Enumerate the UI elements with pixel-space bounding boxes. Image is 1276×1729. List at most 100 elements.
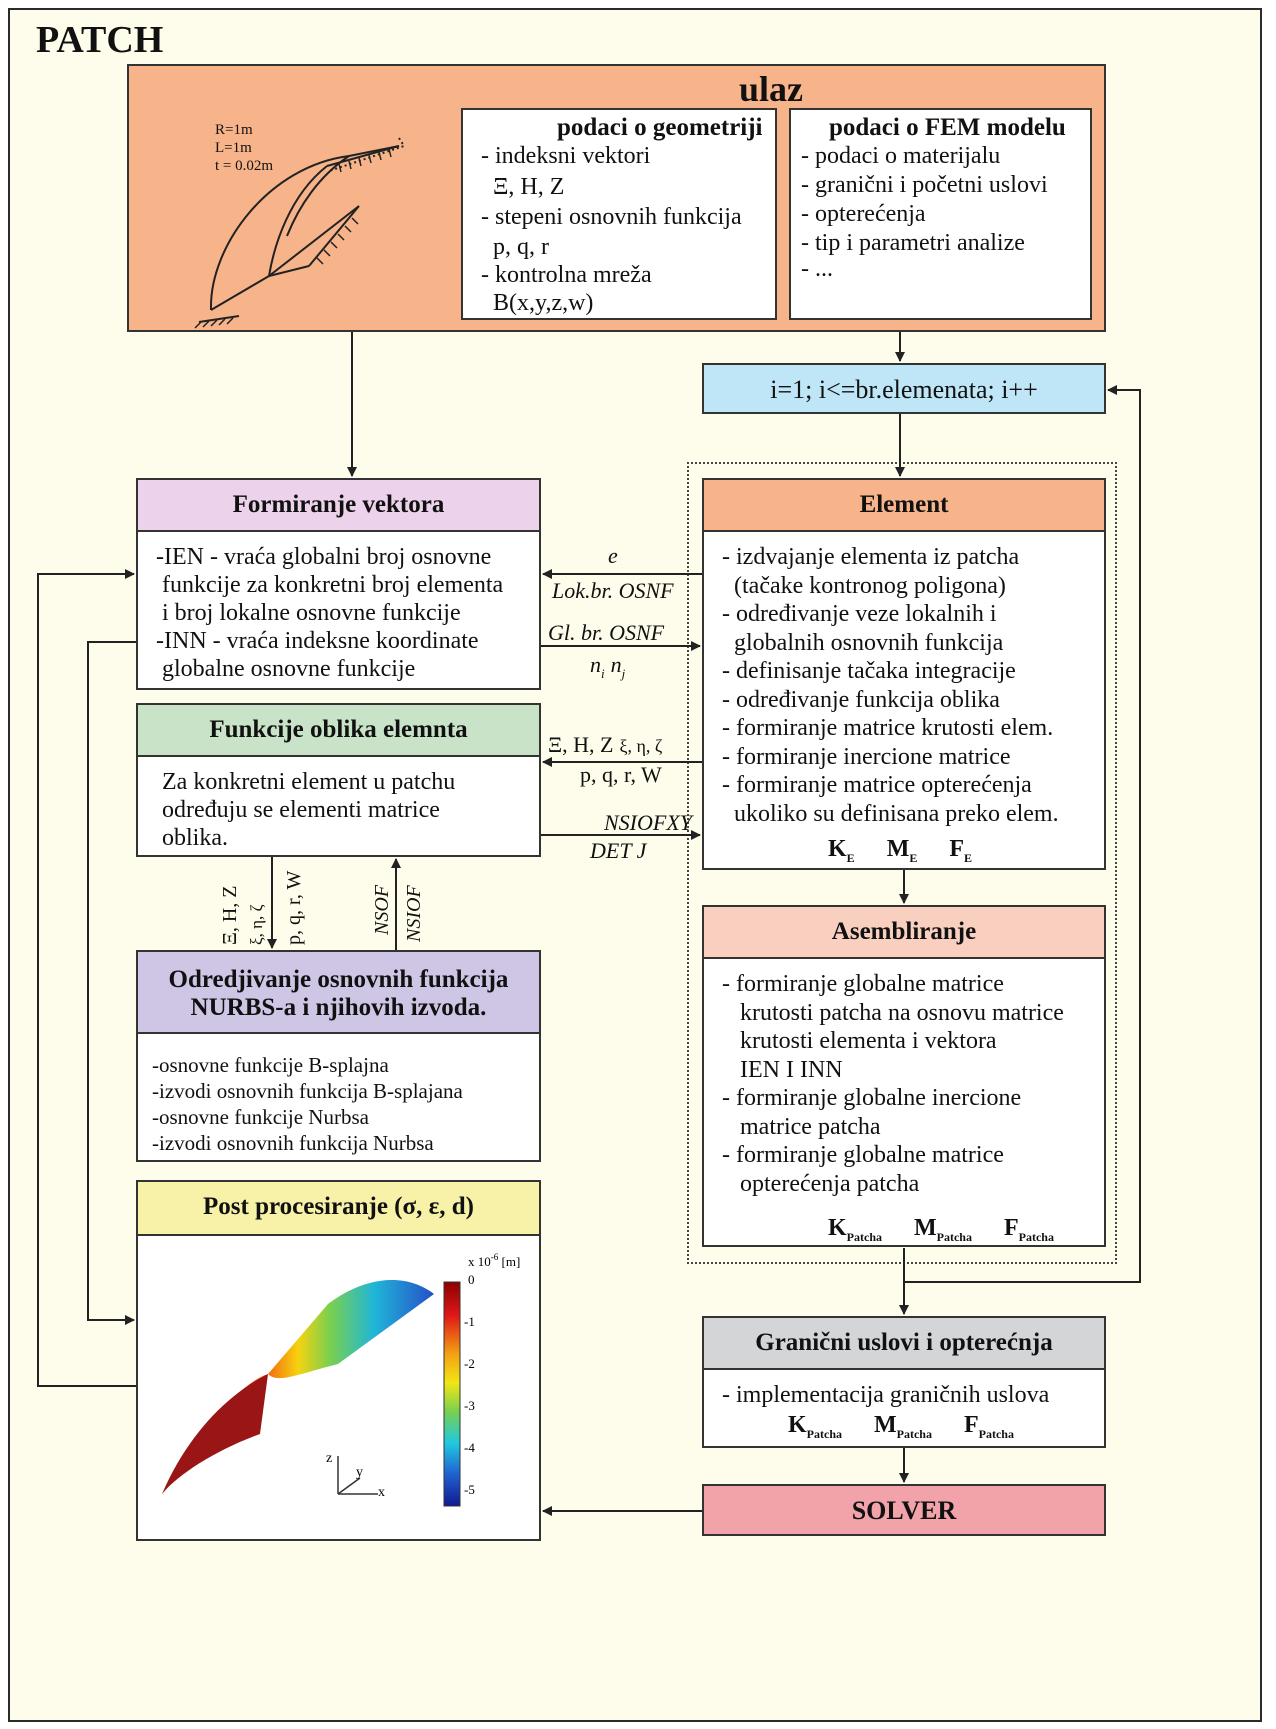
element-line: globalnih osnovnih funkcija <box>734 629 1004 656</box>
label-e: e <box>608 543 618 568</box>
fem-line: - granični i početni uslovi <box>801 172 1048 198</box>
fem-line: - opterećenja <box>801 201 926 227</box>
asembliranje-outputs: KPatcha MPatcha FPatcha <box>828 1215 1054 1245</box>
element-line: - formiranje matrice krutosti elem. <box>722 715 1054 741</box>
output-k: KE <box>828 836 855 865</box>
granicni-outputs: KPatcha MPatcha FPatcha <box>788 1412 1014 1442</box>
output-m: ME <box>886 836 918 865</box>
asembliranje-box: Asembliranje - formiranje globalne matri… <box>702 905 1106 1247</box>
fem-line: - podaci o materijalu <box>801 143 1001 169</box>
label-vertical-nsiof: NSIOF <box>403 885 425 943</box>
formiranje-line: globalne osnovne funkcije <box>162 656 416 682</box>
sketch-param-l: L=1m <box>215 140 252 156</box>
geometry-line: B(x,y,z,w) <box>493 290 594 316</box>
element-line: (tačake kontronog poligona) <box>734 572 1006 599</box>
asembliranje-line: - formiranje globalne inercione <box>722 1085 1022 1111</box>
formiranje-line: -IEN - vraća globalni broj osnovne <box>156 544 492 570</box>
label-lok-osnf: Lok.br. OSNF <box>551 578 674 603</box>
element-body: - izdvajanje elementa iz patcha (tačake … <box>722 542 1104 827</box>
geometry-title: podaci o geometriji <box>557 114 763 141</box>
geometry-line: Ξ, H, Z <box>493 174 565 200</box>
odredjivanje-line: -izvodi osnovnih funkcija Nurbsa <box>152 1131 434 1155</box>
geometry-box: podaci o geometriji - indeksni vektori Ξ… <box>461 108 777 320</box>
odredjivanje-line: -osnovne funkcije Nurbsa <box>152 1105 369 1129</box>
element-box: Element - izdvajanje elementa iz patcha … <box>702 478 1106 870</box>
granicni-body: - implementacija graničnih uslova <box>722 1380 1104 1411</box>
displacement-plot: x 10-6 [m] 0 -1 -2 -3 -4 -5 z y x <box>162 1252 520 1507</box>
funkcije-line: određuju se elementi matrice <box>162 797 440 823</box>
label-vertical-xi: Ξ, H, Z <box>219 885 241 945</box>
post-title: Post procesiranje (σ, ε, d) <box>203 1193 474 1220</box>
shell-surface <box>162 1280 434 1494</box>
page-title: PATCH <box>36 19 164 61</box>
colorbar-tick: -1 <box>464 1314 475 1329</box>
colorbar-unit: x 10-6 [m] <box>468 1252 520 1269</box>
geometry-line: - kontrolna mreža <box>481 262 652 288</box>
axis-label-y: y <box>356 1465 363 1480</box>
asembliranje-line: - formiranje globalne matrice <box>722 971 1004 997</box>
granicni-title: Granični uslovi i opterećnja <box>755 1329 1053 1356</box>
geometry-line: - indeksni vektori <box>481 143 651 169</box>
output-m-patcha: MPatcha <box>874 1412 932 1441</box>
asembliranje-line: IEN I INN <box>740 1056 843 1083</box>
colorbar-tick: 0 <box>468 1272 475 1287</box>
post-box: Post procesiranje (σ, ε, d) <box>136 1180 541 1541</box>
formiranje-line: -INN - vraća indeksne koordinate <box>156 628 479 654</box>
fem-title: podaci o FEM modelu <box>829 114 1066 141</box>
granicni-box: Granični uslovi i opterećnja - implement… <box>702 1316 1106 1448</box>
label-detj: DET J <box>589 838 648 863</box>
loop-label: i=1; i<=br.elemenata; i++ <box>770 375 1038 404</box>
arrow-loopback <box>903 385 1141 1283</box>
funkcije-header: Funkcije oblika elemnta <box>138 705 539 757</box>
solver-label: SOLVER <box>851 1496 957 1525</box>
odredjivanje-header: Odredjivanje osnovnih funkcija NURBS-a i… <box>138 952 539 1034</box>
colorbar-tick: -2 <box>464 1356 475 1371</box>
asembliranje-header: Asembliranje <box>704 907 1104 959</box>
asembliranje-line: - formiranje globalne matrice <box>722 1142 1004 1168</box>
element-line: ukoliko su definisana preko elem. <box>734 800 1059 827</box>
ulaz-box: ulaz R=1m L=1m t = 0.02m podaci o geomet… <box>127 64 1106 332</box>
geometry-line: p, q, r <box>493 234 549 260</box>
element-line: - formiranje matrice opterećenja <box>722 772 1032 798</box>
element-line: - određivanje veze lokalnih i <box>722 601 997 627</box>
label-pqrw: p, q, r, W <box>580 762 662 787</box>
formiranje-line: funkcije za konkretni broj elementa <box>162 572 504 598</box>
ulaz-title: ulaz <box>739 69 804 109</box>
fem-line: - ... <box>801 256 833 282</box>
post-header: Post procesiranje (σ, ε, d) <box>138 1182 539 1236</box>
shell-sketch <box>194 137 406 329</box>
sketch-param-r: R=1m <box>215 122 253 138</box>
arrow-post-formiranje <box>37 569 136 1387</box>
label-vertical-xieta: ξ, η, ζ <box>247 904 266 945</box>
label-vertical-pqrw: p, q, r, W <box>283 871 305 945</box>
odredjivanje-title-line: NURBS-a i njihovih izvoda. <box>190 994 487 1021</box>
loop-box: i=1; i<=br.elemenata; i++ <box>702 363 1106 414</box>
arrow-formiranje-post <box>87 641 136 1325</box>
colorbar-tick: -5 <box>464 1482 475 1497</box>
output-f: FE <box>949 836 973 865</box>
shell-front <box>162 1374 268 1494</box>
odredjivanje-title-line: Odredjivanje osnovnih funkcija <box>168 966 509 993</box>
asembliranje-line: opterećenja patcha <box>740 1170 920 1197</box>
output-k-patcha: KPatcha <box>828 1215 882 1244</box>
asembliranje-title: Asembliranje <box>831 918 977 945</box>
odredjivanje-line: -izvodi osnovnih funkcija B-splajana <box>152 1079 463 1103</box>
formiranje-title: Formiranje vektora <box>232 491 445 518</box>
funkcije-line: oblika. <box>162 825 228 851</box>
fem-box: podaci o FEM modelu - podaci o materijal… <box>789 108 1092 320</box>
element-line: - određivanje funkcija oblika <box>722 686 1000 713</box>
element-outputs: KE ME FE <box>828 836 972 866</box>
colorbar-tick: -4 <box>464 1440 475 1455</box>
element-line: - izdvajanje elementa iz patcha <box>722 544 1020 570</box>
output-k-patcha: KPatcha <box>788 1412 842 1441</box>
granicni-header: Granični uslovi i opterećnja <box>704 1318 1104 1370</box>
formiranje-body: -IEN - vraća globalni broj osnovne funkc… <box>156 542 539 682</box>
element-title: Element <box>859 491 949 518</box>
solver-box: SOLVER <box>702 1484 1106 1536</box>
output-f-patcha: FPatcha <box>1003 1215 1054 1244</box>
funkcije-body: Za konkretni element u patchu određuju s… <box>162 767 539 851</box>
